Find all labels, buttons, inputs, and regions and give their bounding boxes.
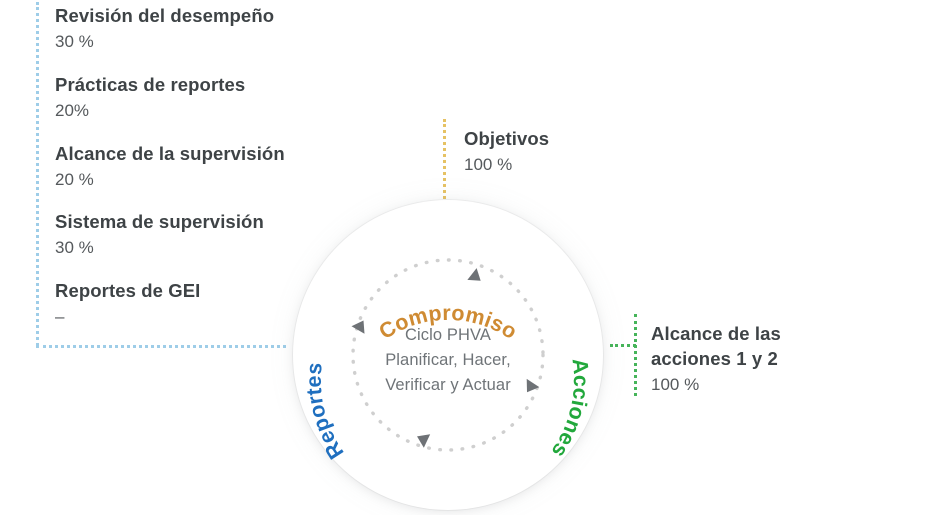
cycle-arrow-top	[467, 268, 481, 281]
left-bracket-horizontal-dotted-line	[36, 345, 286, 348]
cycle-disc	[293, 200, 603, 510]
callout-title: Objetivos	[464, 128, 550, 149]
metric-label: Reportes de GEI	[55, 280, 201, 302]
callout-value: 100 %	[651, 374, 700, 394]
metric-value: 30 %	[55, 31, 94, 51]
callout-alcance-acciones: Alcance de las acciones 1 y 2 100 %	[651, 322, 891, 397]
objetivos-connector-dotted-line	[443, 119, 446, 217]
cycle-center-text: Ciclo PHVA Planificar, Hacer, Verificar …	[338, 323, 558, 397]
acciones-connector-vertical-dotted-line	[634, 314, 637, 396]
list-item: Alcance de la supervisión 20 %	[55, 142, 355, 192]
metric-label: Alcance de la supervisión	[55, 142, 285, 164]
callout-title-line-2: acciones 1 y 2	[651, 347, 778, 369]
metrics-list: Revisión del desempeño 30 % Prácticas de…	[55, 4, 355, 329]
metric-value: 30 %	[55, 238, 94, 258]
metric-value: –	[55, 307, 65, 327]
metric-value: 20%	[55, 100, 90, 120]
callout-value: 100 %	[464, 154, 513, 174]
cycle-center-line-1: Ciclo PHVA	[405, 326, 491, 344]
cycle-center-line-3: Verificar y Actuar	[385, 375, 511, 394]
list-item: Sistema de supervisión 30 %	[55, 210, 355, 260]
callout-objetivos: Objetivos 100 %	[464, 127, 664, 177]
cycle-graphics: Compromiso Acciones Reportes	[302, 258, 593, 463]
cycle-center-line-2: Planificar, Hacer,	[385, 350, 511, 369]
metric-label: Revisión del desempeño	[55, 5, 275, 26]
metric-value: 20 %	[55, 169, 94, 189]
cycle-arrow-left	[351, 320, 365, 334]
cycle-arrow-right	[526, 378, 540, 393]
cycle-arrow-bottom	[417, 434, 431, 448]
list-item: Prácticas de reportes 20%	[55, 73, 355, 123]
left-bracket-vertical-dotted-line	[36, 2, 39, 346]
list-item: Reportes de GEI –	[55, 279, 355, 329]
list-item: Revisión del desempeño 30 %	[55, 4, 355, 54]
phva-cycle-diagram: Compromiso Acciones Reportes Ciclo PHVA …	[288, 195, 608, 515]
diagram-canvas: Revisión del desempeño 30 % Prácticas de…	[36, 2, 891, 464]
callout-title-line-1: Alcance de las	[651, 323, 781, 344]
metric-label: Prácticas de reportes	[55, 73, 246, 95]
metric-label: Sistema de supervisión	[55, 211, 264, 233]
acciones-connector-horizontal-dotted-line	[610, 344, 636, 347]
cycle-dotted-ring	[351, 258, 545, 452]
